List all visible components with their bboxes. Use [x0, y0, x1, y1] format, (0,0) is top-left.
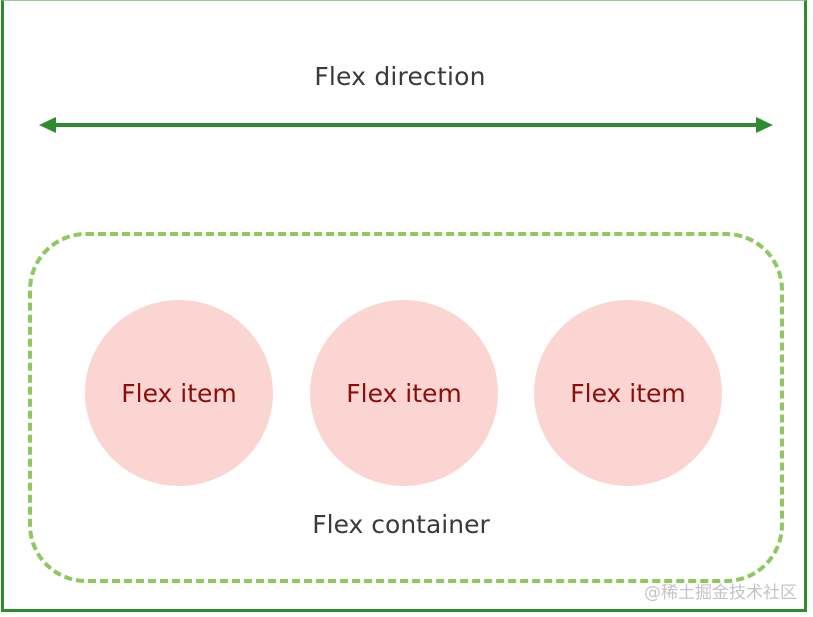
flex-container-box — [28, 232, 784, 583]
flex-direction-label: Flex direction — [314, 62, 486, 91]
flex-item-1: Flex item — [85, 300, 273, 486]
watermark: @稀土掘金技术社区 — [644, 583, 797, 603]
flex-direction-arrow-icon — [39, 117, 773, 133]
flex-item-2: Flex item — [310, 300, 498, 486]
flex-item-label: Flex item — [346, 378, 462, 408]
flex-item-label: Flex item — [570, 378, 686, 408]
flex-item-3: Flex item — [534, 300, 722, 486]
flex-container-label: Flex container — [312, 510, 490, 539]
flex-item-label: Flex item — [121, 378, 237, 408]
